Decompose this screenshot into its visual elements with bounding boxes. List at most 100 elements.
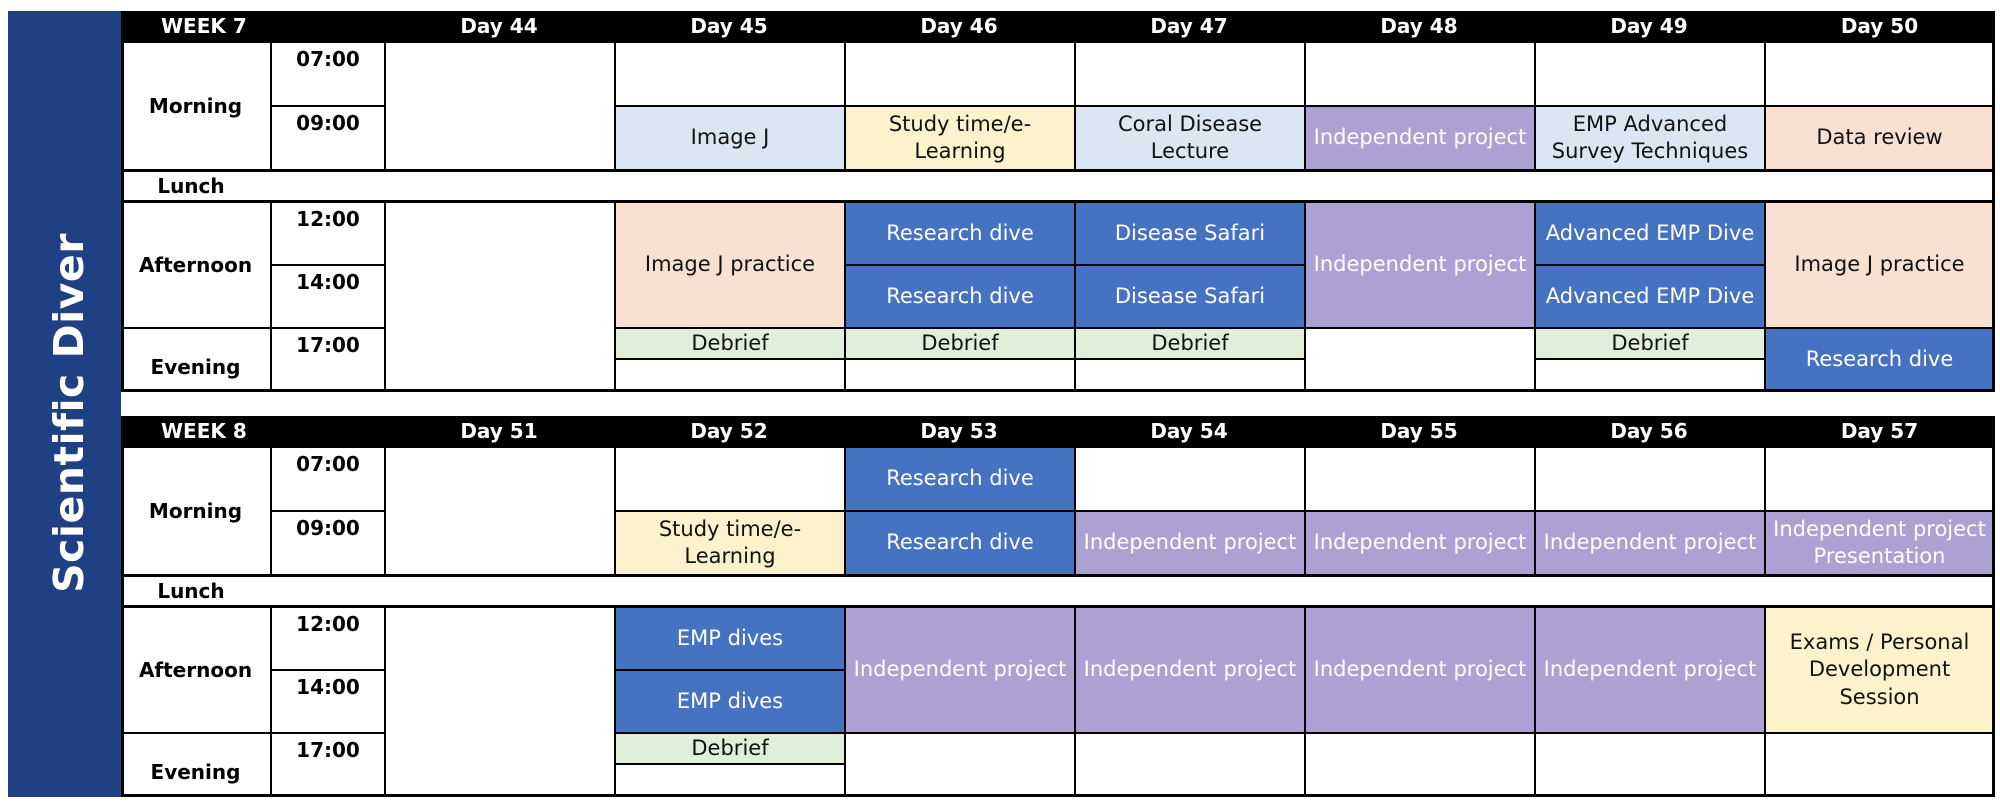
activity-block: Exams / Personal Development Session bbox=[1764, 606, 1995, 734]
activity-block: Study time/e-Learning bbox=[844, 105, 1076, 171]
day-header: Day 53 bbox=[844, 416, 1074, 446]
empty-slot bbox=[614, 446, 846, 512]
activity-block: Independent project bbox=[1534, 606, 1766, 734]
activity-block: Research dive bbox=[844, 264, 1076, 329]
week-title: WEEK 8 bbox=[121, 416, 384, 446]
activity-block: Independent project bbox=[1304, 105, 1536, 171]
period-afternoon: Afternoon bbox=[121, 201, 272, 329]
period-evening: Evening bbox=[121, 732, 272, 797]
day-header: Day 48 bbox=[1304, 11, 1534, 41]
empty-slot bbox=[844, 732, 1076, 797]
empty-slot bbox=[1074, 446, 1306, 512]
day-header: Day 52 bbox=[614, 416, 844, 446]
period-morning: Morning bbox=[121, 446, 272, 576]
period-lunch: Lunch bbox=[157, 579, 225, 603]
activity-block: Debrief bbox=[1074, 327, 1306, 360]
day-header: Day 56 bbox=[1534, 416, 1764, 446]
week-7-schedule: WEEK 7 Day 44 Day 45 Day 46 Day 47 Day 4… bbox=[121, 11, 1995, 392]
empty-slot bbox=[1304, 327, 1536, 392]
period-morning: Morning bbox=[121, 41, 272, 171]
empty-slot bbox=[1764, 446, 1995, 512]
activity-block: Independent project Presentation bbox=[1764, 510, 1995, 576]
activity-block: Advanced EMP Dive bbox=[1534, 201, 1766, 266]
activity-block: Data review bbox=[1764, 105, 1995, 171]
empty-slot bbox=[1764, 732, 1995, 797]
activity-block: Independent project bbox=[1304, 201, 1536, 329]
time-slot: 14:00 bbox=[270, 264, 386, 329]
day-header: Day 51 bbox=[384, 416, 614, 446]
time-slot: 07:00 bbox=[270, 446, 386, 512]
day-header: Day 55 bbox=[1304, 416, 1534, 446]
empty-slot bbox=[844, 358, 1076, 392]
activity-block: Research dive bbox=[844, 510, 1076, 576]
day-header: Day 44 bbox=[384, 11, 614, 41]
time-slot: 09:00 bbox=[270, 510, 386, 576]
activity-block: Independent project bbox=[1074, 606, 1306, 734]
activity-block: Debrief bbox=[614, 327, 846, 360]
day-header: Day 50 bbox=[1764, 11, 1995, 41]
week-title: WEEK 7 bbox=[121, 11, 384, 41]
empty-slot bbox=[1074, 732, 1306, 797]
empty-slot bbox=[384, 446, 616, 576]
day-header: Day 45 bbox=[614, 11, 844, 41]
activity-block: Independent project bbox=[1074, 510, 1306, 576]
time-slot: 17:00 bbox=[270, 327, 386, 392]
sidebar-title: Scientific Diver bbox=[45, 233, 93, 593]
empty-slot bbox=[1534, 446, 1766, 512]
period-evening: Evening bbox=[121, 327, 272, 392]
empty-slot bbox=[1074, 358, 1306, 392]
activity-block: EMP Advanced Survey Techniques bbox=[1534, 105, 1766, 171]
lunch-row bbox=[121, 575, 1995, 607]
day-header: Day 47 bbox=[1074, 11, 1304, 41]
activity-block: Independent project bbox=[1304, 510, 1536, 576]
empty-slot bbox=[1074, 41, 1306, 107]
activity-block: EMP dives bbox=[614, 606, 846, 671]
activity-block: Coral Disease Lecture bbox=[1074, 105, 1306, 171]
empty-slot bbox=[384, 606, 616, 797]
empty-slot bbox=[1534, 732, 1766, 797]
time-slot: 17:00 bbox=[270, 732, 386, 797]
activity-block: EMP dives bbox=[614, 669, 846, 734]
day-header: Day 57 bbox=[1764, 416, 1995, 446]
empty-slot bbox=[384, 41, 616, 171]
empty-slot bbox=[1534, 358, 1766, 392]
day-header: Day 46 bbox=[844, 11, 1074, 41]
activity-block: Image J practice bbox=[614, 201, 846, 329]
empty-slot bbox=[844, 41, 1076, 107]
time-slot: 09:00 bbox=[270, 105, 386, 171]
sidebar-banner: Scientific Diver bbox=[8, 11, 121, 797]
period-lunch: Lunch bbox=[157, 174, 225, 198]
activity-block: Debrief bbox=[614, 732, 846, 765]
empty-slot bbox=[1304, 41, 1536, 107]
activity-block: Independent project bbox=[844, 606, 1076, 734]
day-header: Day 54 bbox=[1074, 416, 1304, 446]
empty-slot bbox=[384, 201, 616, 392]
time-slot: 12:00 bbox=[270, 606, 386, 671]
empty-slot bbox=[1764, 41, 1995, 107]
week-8-schedule: WEEK 8 Day 51 Day 52 Day 53 Day 54 Day 5… bbox=[121, 416, 1995, 797]
activity-block: Debrief bbox=[844, 327, 1076, 360]
time-slot: 14:00 bbox=[270, 669, 386, 734]
activity-block: Disease Safari bbox=[1074, 201, 1306, 266]
activity-block: Research dive bbox=[844, 201, 1076, 266]
activity-block: Image J bbox=[614, 105, 846, 171]
day-header: Day 49 bbox=[1534, 11, 1764, 41]
period-afternoon: Afternoon bbox=[121, 606, 272, 734]
activity-block: Independent project bbox=[1534, 510, 1766, 576]
lunch-row bbox=[121, 170, 1995, 202]
activity-block: Advanced EMP Dive bbox=[1534, 264, 1766, 329]
activity-block: Disease Safari bbox=[1074, 264, 1306, 329]
activity-block: Image J practice bbox=[1764, 201, 1995, 329]
empty-slot bbox=[614, 41, 846, 107]
activity-block: Research dive bbox=[844, 446, 1076, 512]
activity-block: Study time/e-Learning bbox=[614, 510, 846, 576]
empty-slot bbox=[1304, 732, 1536, 797]
activity-block: Independent project bbox=[1304, 606, 1536, 734]
empty-slot bbox=[614, 763, 846, 797]
empty-slot bbox=[1304, 446, 1536, 512]
empty-slot bbox=[1534, 41, 1766, 107]
time-slot: 07:00 bbox=[270, 41, 386, 107]
activity-block: Research dive bbox=[1764, 327, 1995, 392]
empty-slot bbox=[614, 358, 846, 392]
activity-block: Debrief bbox=[1534, 327, 1766, 360]
